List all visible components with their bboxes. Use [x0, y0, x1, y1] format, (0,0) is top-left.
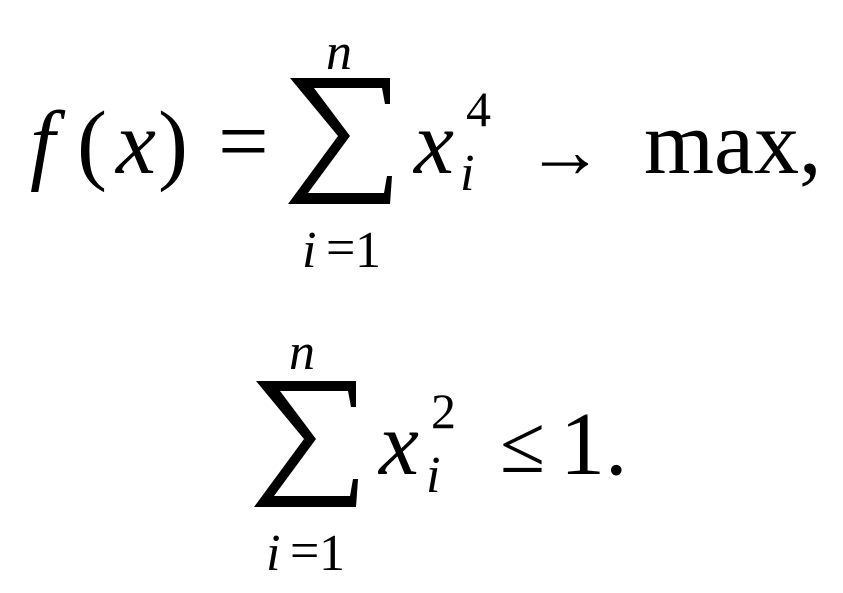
sum-index-variable: i	[302, 222, 317, 279]
sum-index-start: 1	[319, 525, 345, 582]
optimization-goal: max,	[644, 94, 822, 193]
sum-index-start: 1	[355, 222, 381, 279]
term-exponent: 4	[466, 81, 491, 137]
arrow-icon: →	[526, 107, 604, 194]
function-argument: x	[116, 94, 156, 193]
sum-upper-limit: n	[289, 324, 315, 381]
less-than-or-equal-sign: ≤	[500, 399, 546, 490]
sum-upper-limit: n	[326, 24, 352, 81]
term-variable: x	[414, 94, 454, 193]
term-variable: x	[379, 395, 419, 494]
summation-sigma-icon	[288, 78, 392, 204]
sum-index-equals: =	[326, 220, 356, 277]
term-subscript: i	[460, 145, 475, 202]
summation-sigma-icon	[254, 381, 358, 507]
sum-index-equals: =	[290, 523, 320, 580]
equals-sign: =	[218, 92, 269, 191]
term-exponent: 2	[431, 383, 456, 439]
right-parenthesis: )	[158, 94, 188, 193]
sum-index-variable: i	[266, 525, 281, 582]
function-name: f	[30, 94, 56, 193]
constraint-bound: 1.	[560, 395, 628, 494]
term-subscript: i	[426, 447, 441, 504]
left-parenthesis: (	[77, 94, 107, 193]
